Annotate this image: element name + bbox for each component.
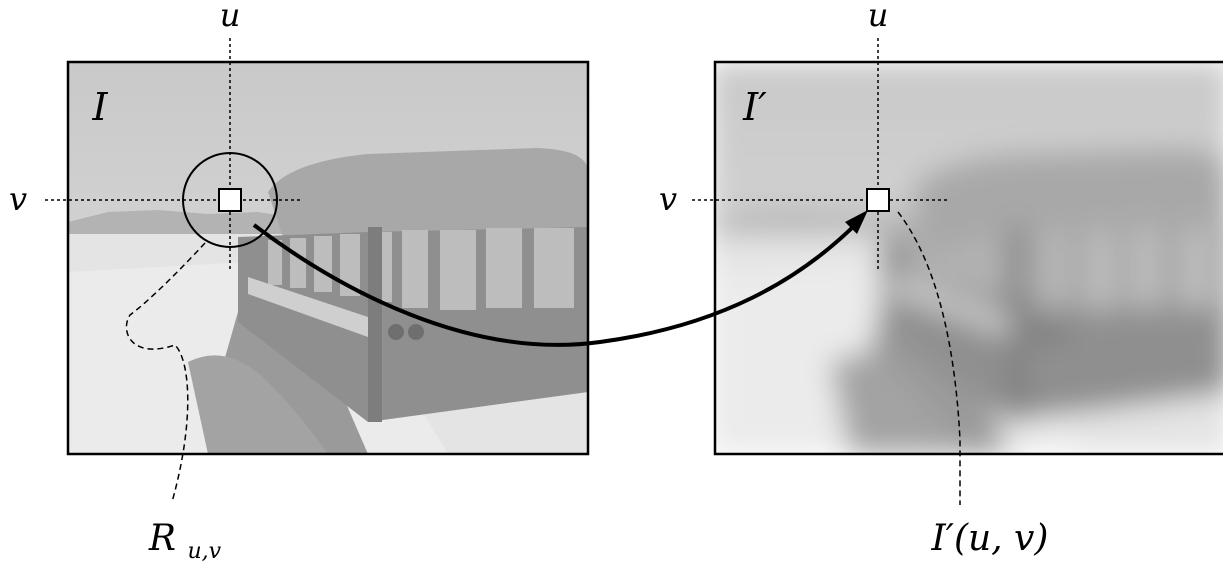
filtered-image-label: I′ (742, 85, 767, 129)
source-pixel-marker (218, 188, 242, 212)
target-pixel-marker (866, 188, 890, 212)
output-leader-line (897, 211, 961, 505)
region-label: R u,v (148, 518, 222, 561)
mapping-arrow (252, 220, 860, 347)
filter-region-circle (182, 152, 278, 248)
output-pixel-label: I′(u, v) (931, 518, 1049, 559)
region-label-main: R (148, 518, 176, 559)
left-u-label: u (220, 0, 241, 34)
filtered-image (713, 60, 1223, 456)
right-v-label: v (659, 180, 677, 218)
left-v-label: v (9, 180, 27, 218)
arrow-head (845, 210, 868, 234)
right-u-label: u (868, 0, 889, 34)
region-leader-line (125, 242, 206, 503)
source-image (66, 60, 590, 456)
source-image-label: I (91, 85, 108, 129)
region-label-subscript: u,v (187, 539, 221, 561)
